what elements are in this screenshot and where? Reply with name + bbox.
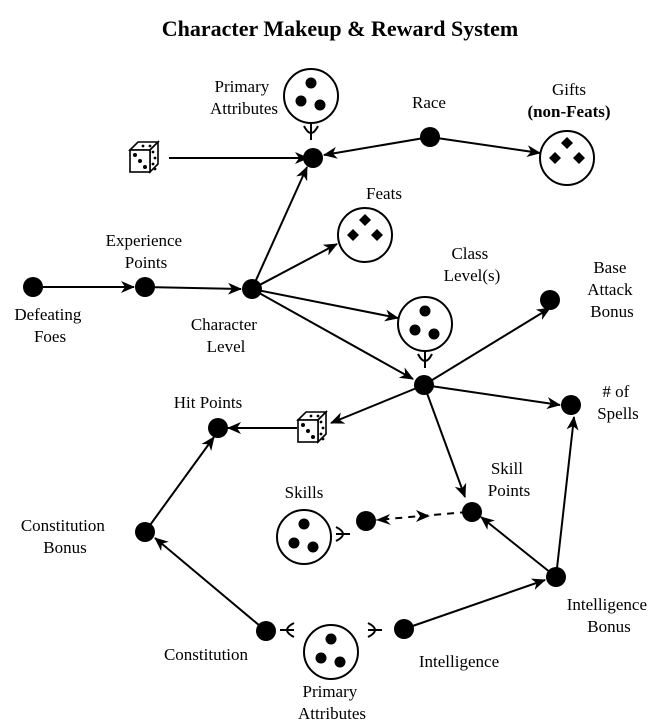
edge-con-to-conbonus: [154, 537, 267, 632]
intelligence-bonus-node: [546, 567, 566, 587]
class-levels-pool: [397, 296, 453, 352]
primary-attributes-bottom-pool: [303, 624, 359, 680]
nodes: [23, 127, 581, 641]
edge-skillpoints-to-skills-midhead: [416, 510, 430, 522]
label-constitution: Constitution: [164, 645, 249, 664]
hub-node: [303, 148, 323, 168]
experience-points-node: [135, 277, 155, 297]
race-node: [420, 127, 440, 147]
die-icon: [129, 141, 159, 173]
skills-pool: [276, 509, 332, 565]
character-level-node: [242, 279, 262, 299]
label-defeating-foes: Defeating Foes: [14, 305, 85, 346]
skill-points-node: [462, 502, 482, 522]
label-primary-attributes-top: Primary Attributes: [210, 77, 278, 118]
constitution-node: [256, 621, 276, 641]
constitution-bonus-node: [135, 522, 155, 542]
edge-conbonus-to-hp: [144, 436, 215, 533]
edge-intbonus-to-spells: [555, 416, 579, 578]
label-intelligence: Intelligence: [419, 652, 499, 671]
edges: [33, 136, 579, 632]
intelligence-node: [394, 619, 414, 639]
edge-int-to-intbonus: [403, 578, 546, 630]
label-primary-attributes-bottom: Primary Attributes: [298, 682, 366, 723]
label-gifts: Gifts: [552, 80, 586, 99]
edge-class-to-spells: [423, 384, 561, 410]
edge-xp-to-level: [144, 282, 242, 295]
edge-intbonus-to-skillpoints: [480, 516, 557, 578]
label-class-levels: Class Level(s): [444, 244, 501, 285]
num-spells-node: [561, 395, 581, 415]
label-num-spells: # of Spells: [597, 382, 639, 423]
edge-class-to-skillpoints: [423, 384, 467, 498]
edge-class-to-hpdie: [330, 384, 425, 424]
edge-race-to-gifts: [429, 136, 541, 158]
label-character-level: Character Level: [191, 315, 261, 356]
label-race: Race: [412, 93, 446, 112]
edge-level-to-class: [251, 288, 399, 322]
edge-level-to-feats: [251, 243, 338, 290]
hit-points-node: [208, 418, 228, 438]
base-attack-bonus-node: [540, 290, 560, 310]
label-base-attack-bonus: Base Attack Bonus: [587, 258, 637, 321]
label-gifts-non-feats: (non-Feats): [527, 102, 610, 121]
primary-attributes-top-pool: [283, 68, 339, 124]
label-skill-points: Skill Points: [488, 459, 531, 500]
diagram-title: Character Makeup & Reward System: [162, 16, 518, 41]
label-feats: Feats: [366, 184, 402, 203]
label-intelligence-bonus: Intelligence Bonus: [567, 595, 652, 636]
class-hub-node: [414, 375, 434, 395]
defeating-foes-node: [23, 277, 43, 297]
edge-class-to-bab: [423, 307, 551, 386]
gifts-pool: [539, 130, 595, 186]
label-hit-points: Hit Points: [174, 393, 243, 412]
die-icon: [297, 411, 327, 443]
edge-skillpoints-to-skills-head: [376, 514, 391, 525]
label-skills: Skills: [285, 483, 324, 502]
edge-level-to-hub: [251, 166, 308, 290]
edge-race-to-hub: [323, 136, 431, 159]
feats-pool: [337, 207, 393, 263]
label-constitution-bonus: Constitution Bonus: [21, 516, 109, 557]
skills-node: [356, 511, 376, 531]
label-experience-points: Experience Points: [106, 231, 187, 272]
edge-level-to-classhub: [251, 288, 414, 380]
